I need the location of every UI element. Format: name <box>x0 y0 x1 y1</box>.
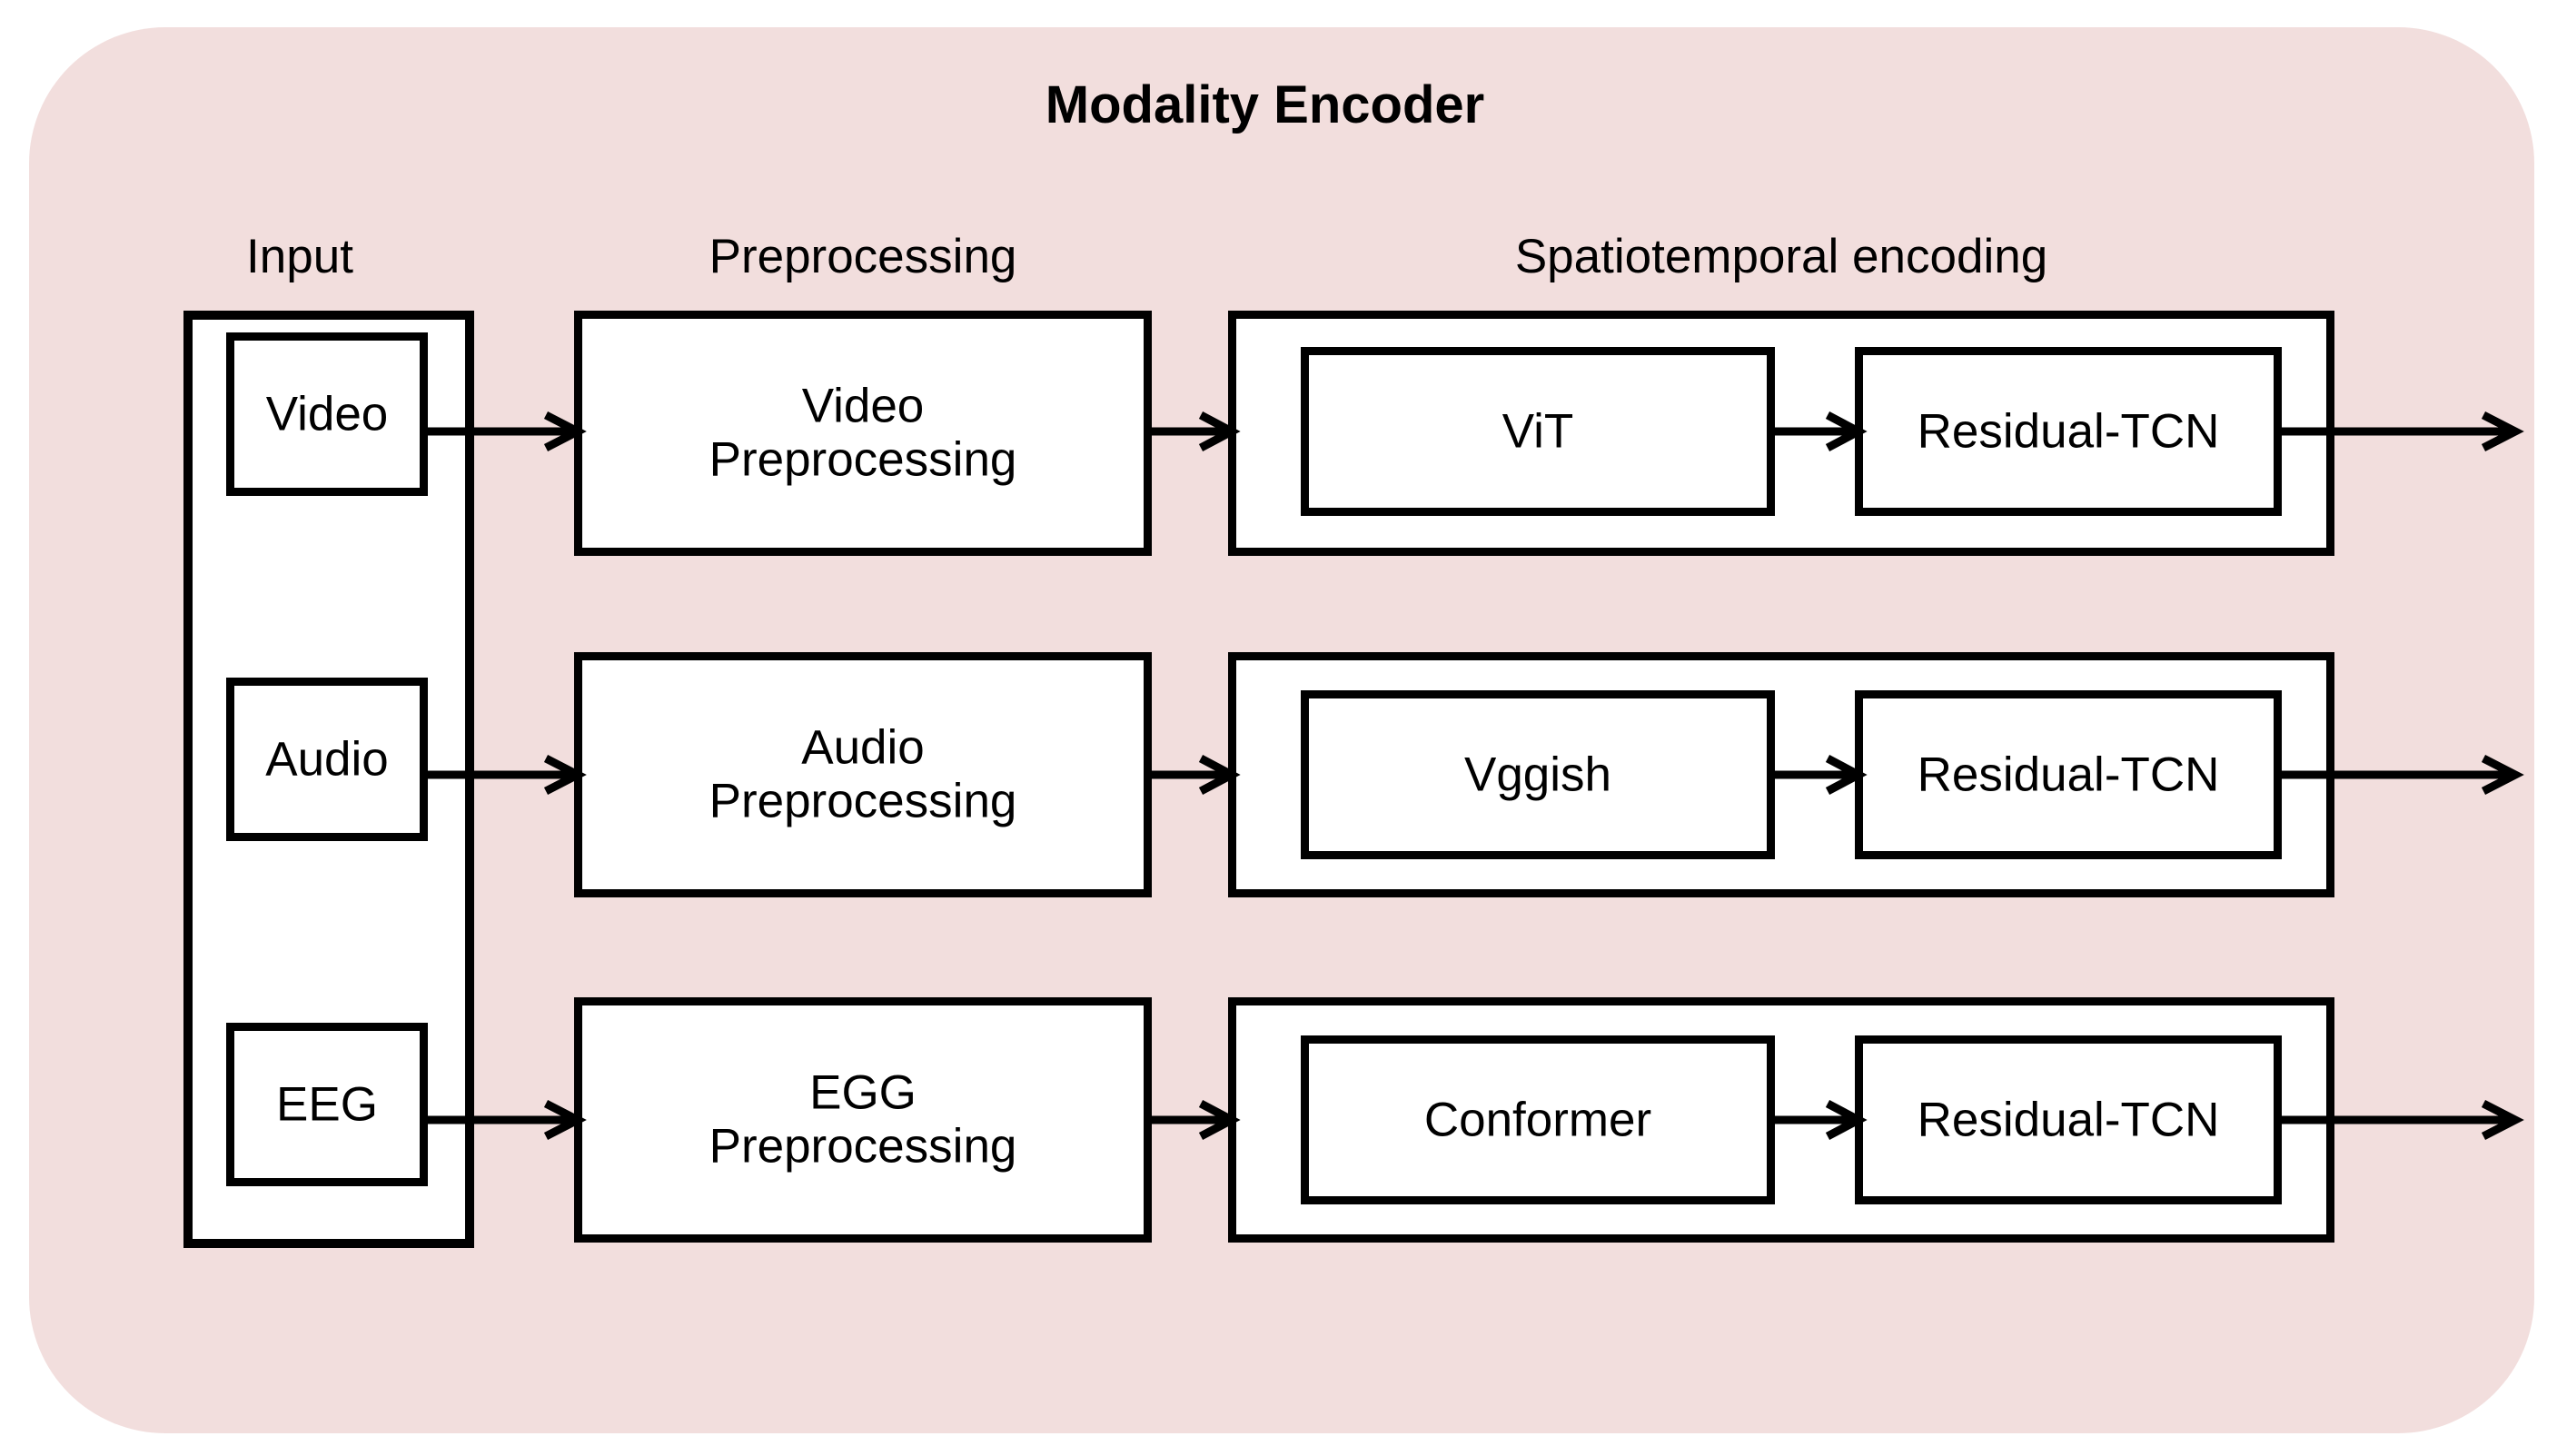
page-title-text: Modality Encoder <box>1045 75 1485 134</box>
temporal-box-video-label: Residual-TCN <box>1917 404 2220 459</box>
temporal-box-video[interactable]: Residual-TCN <box>1855 347 2282 516</box>
arrow-right-icon-output-eeg <box>2276 1099 2524 1141</box>
arrow-right-icon-output-video <box>2276 411 2524 452</box>
temporal-box-audio[interactable]: Residual-TCN <box>1855 690 2282 859</box>
temporal-box-audio-label: Residual-TCN <box>1917 748 2220 802</box>
arrow-right-icon-output-audio <box>2276 754 2524 796</box>
preprocessing-box-audio-label: Audio Preprocessing <box>709 720 1017 828</box>
encoder-box-vggish[interactable]: Vggish <box>1301 690 1775 859</box>
encoder-box-vit[interactable]: ViT <box>1301 347 1775 516</box>
preprocessing-box-eeg-label: EGG Preprocessing <box>709 1065 1017 1174</box>
preprocessing-box-audio[interactable]: Audio Preprocessing <box>574 652 1152 897</box>
page-title: Modality Encoder <box>0 74 2557 135</box>
input-box-eeg-label: EEG <box>276 1077 378 1132</box>
input-box-video[interactable]: Video <box>226 332 428 496</box>
arrow-right-icon-preprocessing-to-encoding-eeg <box>1146 1100 1241 1140</box>
column-header-spatiotemporal: Spatiotemporal encoding <box>1514 230 2048 283</box>
arrow-right-icon-vit-to-residual-tcn <box>1769 411 1868 451</box>
column-header-input: Input <box>246 230 353 283</box>
arrow-right-icon-conformer-to-residual-tcn <box>1769 1100 1868 1140</box>
temporal-box-eeg-label: Residual-TCN <box>1917 1093 2220 1147</box>
arrow-right-icon-preprocessing-to-encoding-audio <box>1146 755 1241 795</box>
encoder-box-conformer-label: Conformer <box>1423 1093 1652 1147</box>
preprocessing-box-video[interactable]: Video Preprocessing <box>574 311 1152 556</box>
preprocessing-box-eeg[interactable]: EGG Preprocessing <box>574 997 1152 1243</box>
encoder-box-vggish-label: Vggish <box>1463 748 1612 802</box>
temporal-box-eeg[interactable]: Residual-TCN <box>1855 1035 2282 1204</box>
preprocessing-box-video-label: Video Preprocessing <box>709 379 1017 487</box>
arrow-right-icon-input-to-preprocessing-eeg <box>425 1099 587 1141</box>
input-box-audio[interactable]: Audio <box>226 678 428 841</box>
arrow-right-icon-vggish-to-residual-tcn <box>1769 755 1868 795</box>
arrow-right-icon-input-to-preprocessing-audio <box>425 754 587 796</box>
input-box-video-label: Video <box>265 387 389 441</box>
input-box-audio-label: Audio <box>265 732 389 787</box>
input-box-eeg[interactable]: EEG <box>226 1023 428 1186</box>
encoder-box-vit-label: ViT <box>1501 404 1574 459</box>
encoder-box-conformer[interactable]: Conformer <box>1301 1035 1775 1204</box>
arrow-right-icon-input-to-preprocessing-video <box>425 411 587 452</box>
column-header-preprocessing: Preprocessing <box>709 230 1017 283</box>
arrow-right-icon-preprocessing-to-encoding-video <box>1146 411 1241 451</box>
